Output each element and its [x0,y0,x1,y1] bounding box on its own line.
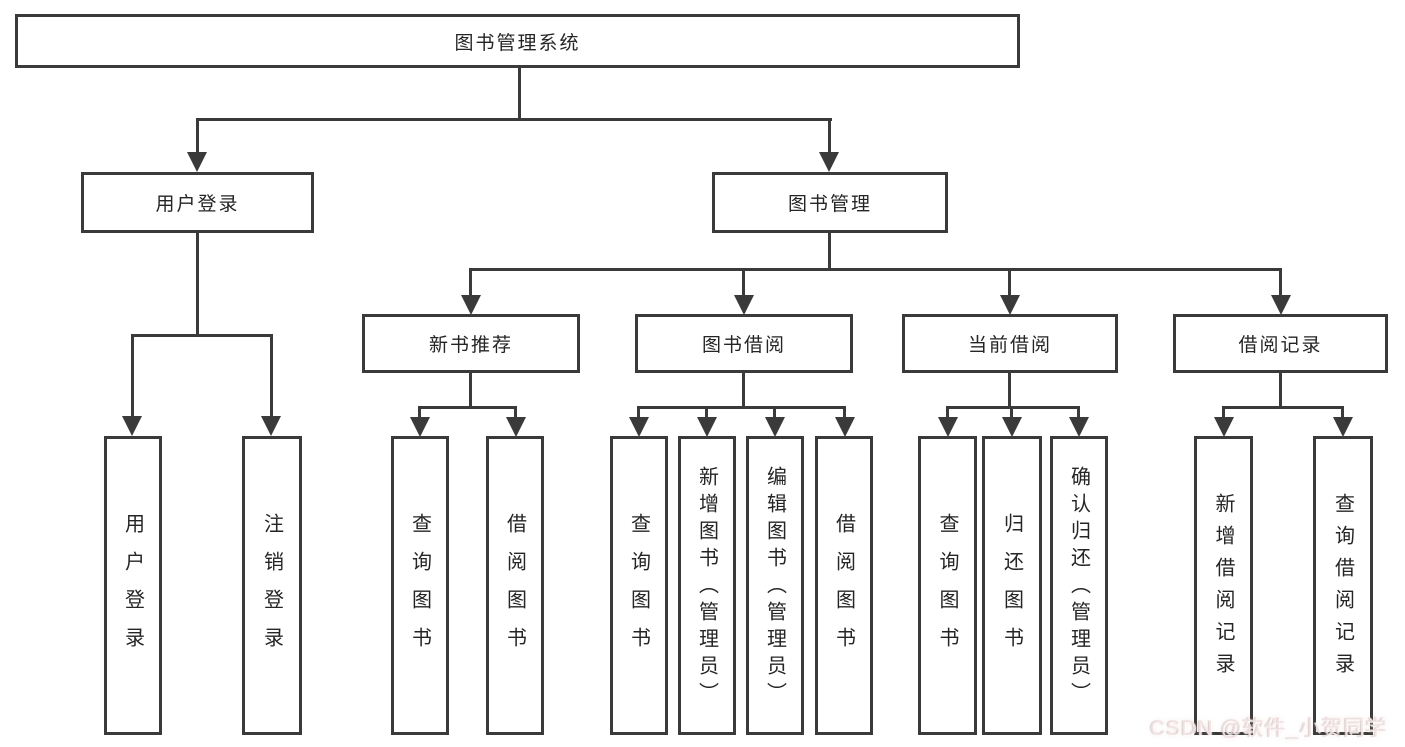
arrow-down-icon [1002,417,1022,437]
connector-borrow-stem [742,373,745,409]
connector-arrow-stem [742,268,745,298]
connector-arrow-stem [1010,406,1013,419]
connector-arrow-stem [196,118,199,156]
connector-arrow-stem [514,406,517,419]
arrow-down-icon [697,417,717,437]
arrow-down-icon [1000,295,1020,315]
connector-arrow-stem [843,406,846,419]
leaf-borrow-books-recommend: 借阅图书 [486,436,544,735]
arrow-down-icon [410,417,430,437]
node-library-management-system: 图书管理系统 [15,14,1020,68]
arrow-down-icon [819,152,839,172]
arrow-down-icon [506,417,526,437]
connector-root-branch [196,118,832,121]
leaf-edit-books-admin: 编辑图书（管理员） [746,436,804,735]
connector-arrow-stem [469,268,472,298]
arrow-down-icon [187,152,207,172]
arrow-down-icon [938,417,958,437]
connector-arrow-stem [1077,406,1080,419]
leaf-user-login: 用户登录 [104,436,162,735]
leaf-query-books-borrow: 查询图书 [610,436,668,735]
connector-recommend-branch [418,406,517,409]
leaf-query-borrow-record: 查询借阅记录 [1313,436,1373,735]
connector-current-stem [1008,373,1011,409]
leaf-add-borrow-record: 新增借阅记录 [1194,436,1253,735]
csdn-watermark: CSDN @软件_小贺同学 [1150,717,1388,740]
connector-borrow-branch [637,406,846,409]
node-borrow-records: 借阅记录 [1173,314,1388,373]
connector-login-stem [196,233,199,337]
arrow-down-icon [461,295,481,315]
arrow-down-icon [835,417,855,437]
node-book-borrow: 图书借阅 [635,314,853,373]
connector-arrow-stem [131,334,134,418]
arrow-down-icon [1271,295,1291,315]
connector-arrow-stem [773,406,776,419]
connector-root-stem [518,68,521,119]
leaf-add-books-admin: 新增图书（管理员） [678,436,736,735]
connector-login-branch [131,334,273,337]
leaf-query-books-recommend: 查询图书 [391,436,449,735]
connector-records-branch [1222,406,1343,409]
node-new-book-recommend: 新书推荐 [362,314,580,373]
connector-arrow-stem [705,406,708,419]
connector-arrow-stem [1341,406,1344,419]
connector-recommend-stem [469,373,472,409]
leaf-return-books: 归还图书 [982,436,1042,735]
connector-arrow-stem [1279,268,1282,298]
leaf-confirm-return-admin: 确认归还（管理员） [1050,436,1108,735]
arrow-down-icon [734,295,754,315]
node-current-borrow: 当前借阅 [902,314,1118,373]
connector-current-branch [946,406,1080,409]
connector-arrow-stem [418,406,421,419]
node-user-login: 用户登录 [81,172,314,233]
connector-mgmt-stem [828,233,831,271]
node-book-management: 图书管理 [712,172,948,233]
leaf-logout: 注销登录 [242,436,302,735]
arrow-down-icon [765,417,785,437]
connector-records-stem [1279,373,1282,409]
leaf-query-books-current: 查询图书 [918,436,977,735]
arrow-down-icon [261,416,281,436]
connector-mgmt-branch [469,268,1281,271]
arrow-down-icon [1214,417,1234,437]
arrow-down-icon [629,417,649,437]
leaf-borrow-books: 借阅图书 [815,436,873,735]
arrow-down-icon [1333,417,1353,437]
connector-arrow-stem [270,334,273,418]
connector-arrow-stem [828,118,831,156]
arrow-down-icon [1069,417,1089,437]
arrow-down-icon [122,416,142,436]
connector-arrow-stem [637,406,640,419]
connector-arrow-stem [1008,268,1011,298]
connector-arrow-stem [1222,406,1225,419]
connector-arrow-stem [946,406,949,419]
